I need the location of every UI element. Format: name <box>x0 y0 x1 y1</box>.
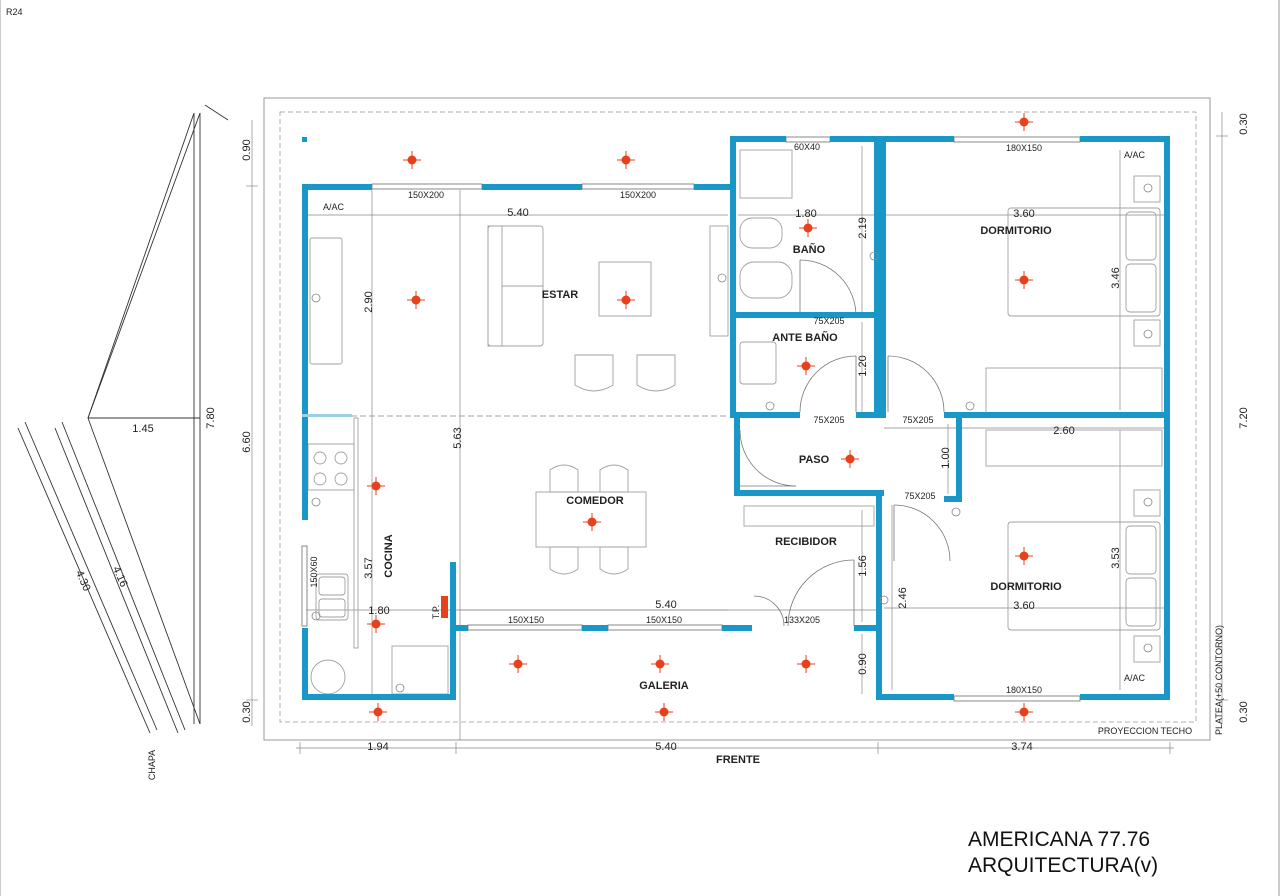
dim-paso-height: 1.00 <box>940 447 952 468</box>
label-tablero: T.P. <box>431 605 441 619</box>
window-dormitorio-2: 180X150 <box>1006 685 1042 695</box>
room-paso: PASO <box>799 454 830 466</box>
outlet-symbols <box>311 183 1153 693</box>
label-platea: PLATEA(+50 CONTORNO) <box>1214 625 1224 735</box>
ceiling-light-icon <box>799 219 817 237</box>
dim-bottom-3: 3.74 <box>1011 741 1032 753</box>
window-galeria-2: 150X150 <box>646 615 682 625</box>
opening-labels: 150X200 150X200 60X40 180X150 180X150 15… <box>309 142 1146 695</box>
label-proyeccion-techo: PROYECCION TECHO <box>1098 726 1192 736</box>
ceiling-light-icon <box>1015 113 1033 131</box>
label-chapa: CHAPA <box>147 750 157 780</box>
title-model: AMERICANA 77.76 <box>968 828 1150 851</box>
dim-bottom-1: 1.94 <box>367 741 388 753</box>
dim-right-top: 0.30 <box>1238 113 1250 134</box>
window-estar-1: 150X200 <box>408 190 444 200</box>
window-bano: 60X40 <box>794 142 820 152</box>
room-recibidor: RECIBIDOR <box>775 536 837 548</box>
interior-dimensions: 5.40 2.90 5.63 3.57 1.80 5.40 1.80 2.19 … <box>363 207 1122 675</box>
label-frente: FRENTE <box>716 754 760 766</box>
ceiling-light-icon <box>797 655 815 673</box>
ceiling-light-icon <box>407 291 425 309</box>
dim-comedor-height: 5.63 <box>452 427 464 448</box>
dim-galeria-width: 5.40 <box>655 599 676 611</box>
room-comedor: COMEDOR <box>566 495 624 507</box>
ceiling-light-icon <box>651 655 669 673</box>
ceiling-light-icon <box>797 357 815 375</box>
dim-roof-width: 1.45 <box>132 423 153 435</box>
dim-dormitorio-2-top: 2.60 <box>1053 425 1074 437</box>
outer-dimensions: 0.90 6.60 0.30 0.30 7.20 0.30 1.94 5.40 … <box>241 113 1250 766</box>
window-frames <box>301 136 1081 702</box>
dim-roof-slope-2: 4.16 <box>110 565 130 589</box>
ceiling-light-icon <box>655 703 673 721</box>
dim-left-bottom: 0.30 <box>241 701 253 722</box>
furniture <box>307 149 1163 695</box>
room-dormitorio-2: DORMITORIO <box>990 581 1062 593</box>
door-bano: 75X205 <box>813 316 844 326</box>
roof-section-drawing <box>17 104 229 734</box>
room-dormitorio-1: DORMITORIO <box>980 225 1052 237</box>
ceiling-light-icon <box>583 513 601 531</box>
door-ante-bano: 75X205 <box>813 415 844 425</box>
dim-dormitorio-1-height: 3.46 <box>1110 267 1122 288</box>
electrical-panel <box>441 596 448 618</box>
dim-estar-height: 2.90 <box>363 291 375 312</box>
title-discipline: ARQUITECTURA(v) <box>968 854 1158 877</box>
light-fixtures <box>367 113 1033 721</box>
dim-dormitorio-2-width: 3.60 <box>1013 600 1034 612</box>
dim-right-bottom: 0.30 <box>1238 701 1250 722</box>
window-galeria-1: 150X150 <box>508 615 544 625</box>
dim-dormitorio-2-height: 3.53 <box>1110 547 1122 568</box>
room-cocina: COCINA <box>383 534 395 577</box>
ceiling-light-icon <box>617 151 635 169</box>
dim-galeria-height: 0.90 <box>857 653 869 674</box>
door-entrada: 133X205 <box>784 615 820 625</box>
dim-bano-height: 2.19 <box>857 217 869 238</box>
ac-estar: A/AC <box>323 202 345 212</box>
dim-cocina-width: 1.80 <box>368 605 389 617</box>
room-estar: ESTAR <box>542 289 579 301</box>
door-dormitorio-2: 75X205 <box>904 491 935 501</box>
ceiling-light-icon <box>403 151 421 169</box>
window-cocina: 150X60 <box>309 556 319 587</box>
ceiling-light-icon <box>509 655 527 673</box>
dim-left-top: 0.90 <box>241 139 253 160</box>
window-estar-2: 150X200 <box>620 190 656 200</box>
ceiling-light-icon <box>367 477 385 495</box>
dimension-lines <box>246 112 1228 754</box>
dim-bottom-2: 5.40 <box>655 741 676 753</box>
ceiling-light-icon <box>1015 271 1033 289</box>
ceiling-light-icon <box>1015 547 1033 565</box>
ac-dormitorio-2: A/AC <box>1124 673 1146 683</box>
ac-dormitorio-1: A/AC <box>1124 150 1146 160</box>
dim-right-total: 7.20 <box>1238 407 1250 428</box>
dim-dormitorio-2-left: 2.46 <box>897 587 909 608</box>
dim-ante-bano-height: 1.20 <box>857 355 869 376</box>
dim-bano-width: 1.80 <box>795 208 816 220</box>
dim-left-total: 6.60 <box>241 431 253 452</box>
room-galeria: GALERIA <box>639 680 689 692</box>
ceiling-light-icon <box>617 291 635 309</box>
ceiling-light-icon <box>1015 703 1033 721</box>
door-swings <box>739 259 951 627</box>
sheet-code: R24 <box>6 7 23 17</box>
dim-estar-width: 5.40 <box>507 207 528 219</box>
dim-dormitorio-1-width: 3.60 <box>1013 208 1034 220</box>
roof-projection-outline <box>263 97 1211 741</box>
dim-roof-total: 7.80 <box>205 407 217 428</box>
dim-recibidor-height: 1.56 <box>857 555 869 576</box>
room-labels: ESTAR COMEDOR COCINA BAÑO ANTE BAÑO PASO… <box>383 225 1062 692</box>
dim-cocina-height: 3.57 <box>363 557 375 578</box>
ceiling-light-icon <box>367 615 385 633</box>
window-dormitorio-1: 180X150 <box>1006 143 1042 153</box>
ceiling-light-icon <box>369 703 387 721</box>
room-bano: BAÑO <box>793 243 826 256</box>
ceiling-light-icon <box>841 450 859 468</box>
room-ante-bano: ANTE BAÑO <box>772 331 838 344</box>
walls <box>302 136 1170 700</box>
door-dormitorio-1: 75X205 <box>902 415 933 425</box>
